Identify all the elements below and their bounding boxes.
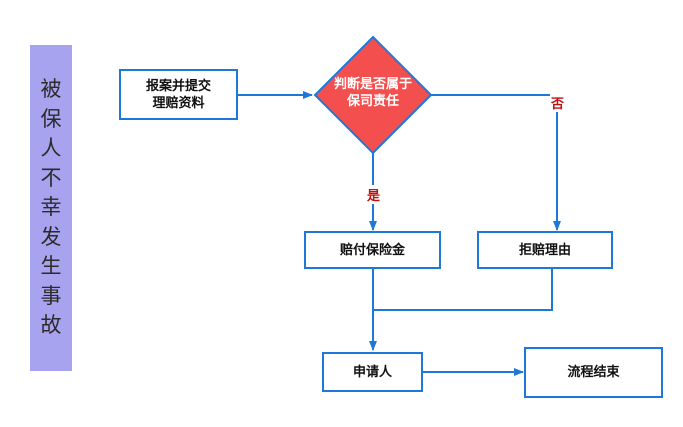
pay-insurance-label: 赔付保险金 — [339, 242, 405, 258]
process-end-label: 流程结束 — [567, 365, 620, 380]
decision-text: 判断是否属于 保司责任 — [318, 76, 428, 110]
sidebar-char: 被 — [40, 77, 62, 102]
sidebar-char: 生 — [40, 254, 62, 279]
process-end-box: 流程结束 — [524, 347, 663, 398]
sidebar-char: 幸 — [40, 195, 62, 220]
sidebar-event-title: 被 保 人 不 幸 发 生 事 故 — [30, 45, 72, 371]
pay-insurance-box: 赔付保险金 — [304, 231, 441, 269]
sidebar-char: 事 — [40, 283, 62, 308]
sidebar-char: 保 — [40, 106, 62, 131]
no-label: 否 — [550, 93, 566, 112]
decision-line2: 保司责任 — [346, 94, 399, 109]
reject-reason-box: 拒赔理由 — [477, 231, 613, 269]
yes-label: 是 — [366, 185, 382, 204]
submit-claim-line2: 理赔资料 — [152, 95, 205, 111]
applicant-box: 申请人 — [322, 352, 423, 392]
submit-claim-line1: 报案并提交 — [145, 78, 211, 94]
sidebar-char: 人 — [40, 136, 62, 161]
applicant-label: 申请人 — [352, 364, 392, 380]
submit-claim-box: 报案并提交 理赔资料 — [119, 69, 238, 120]
reject-reason-label: 拒赔理由 — [518, 242, 571, 258]
arrow-no-to-reject — [431, 94, 561, 231]
sidebar-char: 不 — [40, 165, 62, 190]
sidebar-char: 发 — [40, 224, 62, 249]
decision-line1: 判断是否属于 — [333, 77, 412, 92]
line-reject-merge — [373, 269, 553, 311]
sidebar-char: 故 — [40, 313, 62, 338]
